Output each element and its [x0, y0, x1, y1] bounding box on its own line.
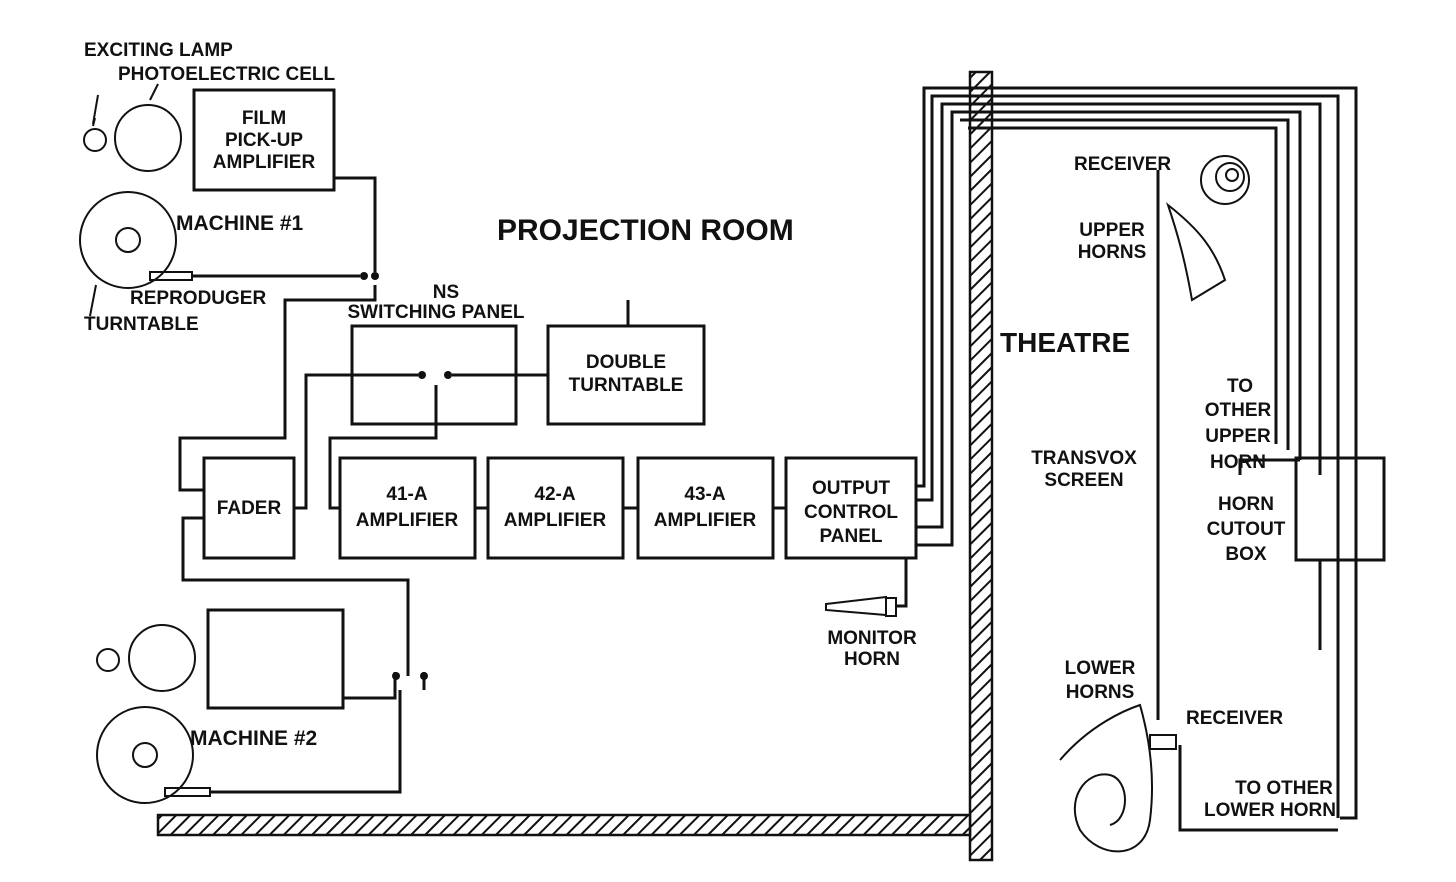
output-control-panel-box	[784, 456, 918, 560]
svg-text:DOUBLE: DOUBLE	[586, 352, 666, 373]
photoelectric-cell-label: PHOTOELECTRIC CELL	[118, 64, 335, 85]
svg-text:AMPLIFIER: AMPLIFIER	[356, 510, 459, 531]
upper-receiver-label: RECEIVER	[1074, 154, 1171, 175]
svg-text:SCREEN: SCREEN	[1044, 470, 1123, 491]
svg-text:FILM: FILM	[242, 108, 286, 129]
wiring	[178, 176, 908, 794]
svg-text:NS: NS	[433, 282, 459, 303]
film-pickup-amplifier-2-box	[206, 608, 345, 710]
svg-text:42-A: 42-A	[534, 484, 575, 505]
svg-text:PANEL: PANEL	[820, 526, 883, 547]
svg-text:HORN: HORN	[1210, 452, 1266, 473]
projection-room-floor-wall	[156, 813, 972, 837]
svg-text:43-A: 43-A	[684, 484, 725, 505]
film-pickup-amplifier-box	[192, 88, 336, 192]
exciting-lamp-2-icon	[96, 648, 120, 672]
svg-text:CUTOUT: CUTOUT	[1207, 519, 1286, 540]
monitor-horn-icon	[825, 595, 887, 617]
svg-text:MONITOR: MONITOR	[827, 628, 917, 649]
svg-text:HORN: HORN	[1218, 494, 1274, 515]
turntable-label: TURNTABLE	[84, 314, 199, 335]
labels: EXCITING LAMP PHOTOELECTRIC CELL FILM PI…	[84, 40, 1336, 821]
lower-receiver-label: RECEIVER	[1186, 708, 1283, 729]
svg-text:UPPER: UPPER	[1205, 426, 1271, 447]
amplifier-41a-box	[338, 456, 477, 560]
amplifier-42a-box	[486, 456, 625, 560]
theatre-label: THEATRE	[1000, 327, 1130, 358]
exciting-lamp-icon	[83, 128, 107, 152]
photoelectric-cell-icon	[114, 104, 182, 172]
lower-horn-icon	[1059, 703, 1153, 853]
machine-2-label: MACHINE #2	[190, 727, 317, 750]
svg-text:LOWER HORN: LOWER HORN	[1204, 800, 1336, 821]
theatre-wall	[968, 70, 994, 862]
amplifier-43a-box	[636, 456, 775, 560]
svg-text:AMPLIFIER: AMPLIFIER	[654, 510, 757, 531]
turntable-icon	[79, 191, 177, 289]
svg-text:CONTROL: CONTROL	[804, 502, 898, 523]
svg-text:AMPLIFIER: AMPLIFIER	[213, 152, 316, 173]
svg-text:OUTPUT: OUTPUT	[812, 478, 891, 499]
lower-receiver-icon	[1149, 734, 1177, 750]
svg-text:TRANSVOX: TRANSVOX	[1031, 448, 1137, 469]
svg-text:SWITCHING PANEL: SWITCHING PANEL	[348, 302, 525, 323]
upper-receiver-icon	[1200, 155, 1250, 205]
reproducer-label: REPRODUGER	[130, 288, 266, 309]
svg-text:41-A: 41-A	[386, 484, 427, 505]
svg-text:PICK-UP: PICK-UP	[225, 130, 303, 151]
fader-label: FADER	[217, 498, 282, 519]
svg-text:LOWER: LOWER	[1065, 658, 1136, 679]
svg-text:HORN: HORN	[844, 649, 900, 670]
svg-text:AMPLIFIER: AMPLIFIER	[504, 510, 607, 531]
photoelectric-cell-2-icon	[128, 624, 196, 692]
double-turntable-box	[546, 324, 706, 426]
svg-text:TO: TO	[1227, 376, 1253, 397]
svg-text:UPPER: UPPER	[1079, 220, 1145, 241]
svg-text:HORNS: HORNS	[1078, 242, 1147, 263]
turntable-2-icon	[96, 706, 194, 804]
svg-text:HORNS: HORNS	[1066, 682, 1135, 703]
horn-cutout-box	[1294, 456, 1386, 562]
theatre-wiring	[916, 86, 1358, 832]
svg-text:BOX: BOX	[1225, 544, 1267, 565]
svg-text:TO OTHER: TO OTHER	[1235, 778, 1333, 799]
upper-horn-icon	[1166, 202, 1227, 302]
projection-room-label: PROJECTION ROOM	[497, 214, 794, 247]
svg-text:TURNTABLE: TURNTABLE	[569, 375, 684, 396]
exciting-lamp-label: EXCITING LAMP	[84, 40, 233, 61]
fader-box	[202, 456, 296, 560]
machine-1-label: MACHINE #1	[176, 212, 304, 235]
svg-text:OTHER: OTHER	[1205, 400, 1272, 421]
